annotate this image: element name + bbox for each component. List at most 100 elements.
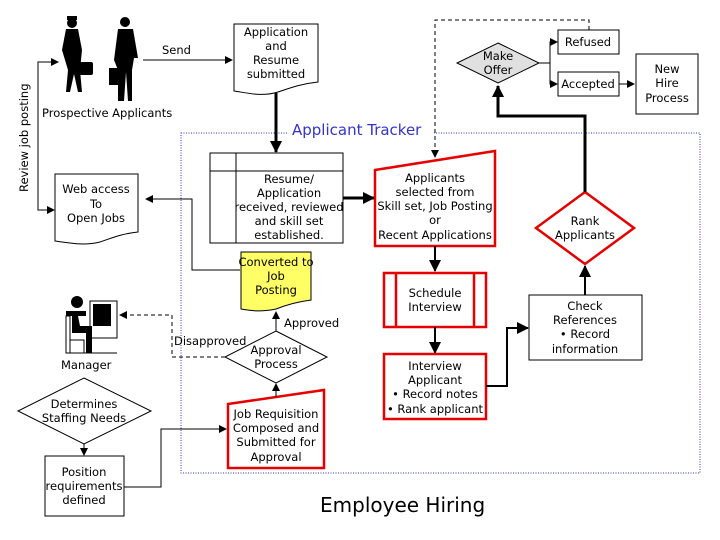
svg-text:Rank: Rank <box>571 214 600 228</box>
interview-to-references-arrow <box>486 322 529 387</box>
svg-text:Approval: Approval <box>250 450 301 464</box>
refused-node[interactable] <box>557 29 620 55</box>
approved-label: Approved <box>284 316 339 330</box>
application-submitted-text: Application and Resume submitted <box>244 25 308 81</box>
disapproved-dashed-arrow <box>119 311 225 358</box>
manager-label: Manager <box>61 358 112 372</box>
svg-text:established.: established. <box>254 228 324 242</box>
check-references-node[interactable] <box>528 294 643 361</box>
check-references-text: Check References • Record information <box>552 299 618 356</box>
svg-text:Open Jobs: Open Jobs <box>67 211 125 225</box>
manager-at-computer-icon <box>65 296 118 354</box>
svg-text:and skill set: and skill set <box>255 214 324 228</box>
web-access-text: Web access To Open Jobs <box>62 182 129 225</box>
svg-text:defined: defined <box>62 493 105 507</box>
svg-text:submitted: submitted <box>247 67 305 81</box>
accepted-node[interactable] <box>557 71 620 97</box>
refused-text: Refused <box>565 35 611 49</box>
rank-applicants-node[interactable] <box>533 190 637 266</box>
review-loop-line <box>37 61 55 211</box>
disapproved-label: Disapproved <box>174 334 246 348</box>
svg-text:selected from: selected from <box>396 185 475 199</box>
accepted-text: Accepted <box>561 77 615 91</box>
offer-to-refused-arrow <box>539 38 558 64</box>
send-label: Send <box>162 43 191 57</box>
application-submitted-node[interactable] <box>233 23 319 95</box>
svg-text:Applicant: Applicant <box>408 373 463 387</box>
svg-text:Application: Application <box>244 25 308 39</box>
svg-text:• Record: • Record <box>560 327 610 341</box>
determines-staffing-text: Determines Staffing Needs <box>42 397 126 425</box>
svg-text:• Record notes: • Record notes <box>392 387 478 401</box>
svg-text:Applicants: Applicants <box>405 171 465 185</box>
svg-text:and: and <box>265 39 287 53</box>
new-hire-node[interactable] <box>635 53 699 115</box>
svg-text:received, reviewed: received, reviewed <box>234 200 343 214</box>
svg-text:Web access: Web access <box>62 182 129 196</box>
svg-text:Applicants: Applicants <box>555 228 615 242</box>
svg-text:Schedule: Schedule <box>409 286 462 300</box>
svg-text:Interview: Interview <box>408 300 461 314</box>
diagram-title: Employee Hiring <box>320 493 485 517</box>
svg-text:requirements: requirements <box>46 479 123 493</box>
svg-text:information: information <box>552 342 618 356</box>
make-offer-node[interactable] <box>455 42 541 84</box>
svg-text:Interview: Interview <box>408 359 461 373</box>
approval-process-text: Approval Process <box>250 343 301 371</box>
svg-text:Recent Applications: Recent Applications <box>378 228 492 242</box>
svg-text:To: To <box>89 197 102 211</box>
svg-text:or: or <box>429 213 441 227</box>
position-to-requisition-arrow <box>124 425 227 488</box>
svg-text:New: New <box>654 62 679 76</box>
applicant-tracker-label: Applicant Tracker <box>292 121 422 139</box>
svg-text:Converted to: Converted to <box>238 255 313 269</box>
svg-text:Posting: Posting <box>255 283 297 297</box>
svg-text:• Rank applicant: • Rank applicant <box>387 402 484 416</box>
position-defined-text: Position requirements defined <box>46 465 123 507</box>
tracker-label-bg <box>288 118 434 140</box>
svg-text:Position: Position <box>62 465 107 479</box>
job-requisition-node[interactable] <box>226 388 326 470</box>
rank-applicants-text: Rank Applicants <box>555 214 615 242</box>
job-requisition-text: Job Requisition Composed and Submitted f… <box>233 407 320 464</box>
svg-text:Determines: Determines <box>51 397 118 411</box>
svg-text:References: References <box>553 313 617 327</box>
svg-text:Job Requisition: Job Requisition <box>233 407 319 421</box>
svg-text:Resume: Resume <box>253 53 299 67</box>
applicants-selected-node[interactable] <box>373 149 497 248</box>
svg-text:Process: Process <box>254 357 298 371</box>
converted-posting-node[interactable] <box>240 251 312 312</box>
resume-review-text: Resume/ Application received, reviewed a… <box>234 172 343 242</box>
svg-text:Make: Make <box>483 49 513 63</box>
svg-text:Job: Job <box>266 269 285 283</box>
applicant-tracker-container <box>180 132 701 474</box>
svg-text:Hire: Hire <box>655 76 678 90</box>
refused-to-select-dashed-arrow <box>431 19 590 158</box>
svg-text:Staffing Needs: Staffing Needs <box>42 411 126 425</box>
make-offer-text: Make Offer <box>483 49 513 77</box>
svg-text:Offer: Offer <box>484 63 513 77</box>
converted-posting-text: Converted to Job Posting <box>238 255 313 297</box>
review-job-posting-label: Review job posting <box>17 84 31 193</box>
people-silhouette-icon <box>62 16 138 101</box>
svg-text:Submitted for: Submitted for <box>236 435 315 449</box>
svg-text:Approval: Approval <box>250 343 301 357</box>
rank-to-offer-arrow <box>492 85 587 192</box>
svg-text:Composed and: Composed and <box>233 421 319 435</box>
svg-text:Process: Process <box>645 91 689 105</box>
applicants-selected-text: Applicants selected from Skill set, Job … <box>377 171 492 242</box>
prospective-applicants-label: Prospective Applicants <box>42 106 172 120</box>
svg-text:Skill set, Job Posting: Skill set, Job Posting <box>377 199 492 213</box>
svg-text:Check: Check <box>567 299 603 313</box>
schedule-interview-text: Schedule Interview <box>408 286 461 314</box>
svg-text:Application: Application <box>257 186 321 200</box>
web-access-node[interactable] <box>54 173 139 245</box>
offer-to-accepted-arrow <box>549 63 558 88</box>
svg-text:Resume/: Resume/ <box>264 172 314 186</box>
position-defined-node[interactable] <box>44 455 125 517</box>
new-hire-text: New Hire Process <box>645 62 689 105</box>
schedule-interview-node[interactable] <box>382 271 488 329</box>
posting-to-web-arrow <box>145 195 240 271</box>
interview-applicant-node[interactable] <box>382 352 488 421</box>
